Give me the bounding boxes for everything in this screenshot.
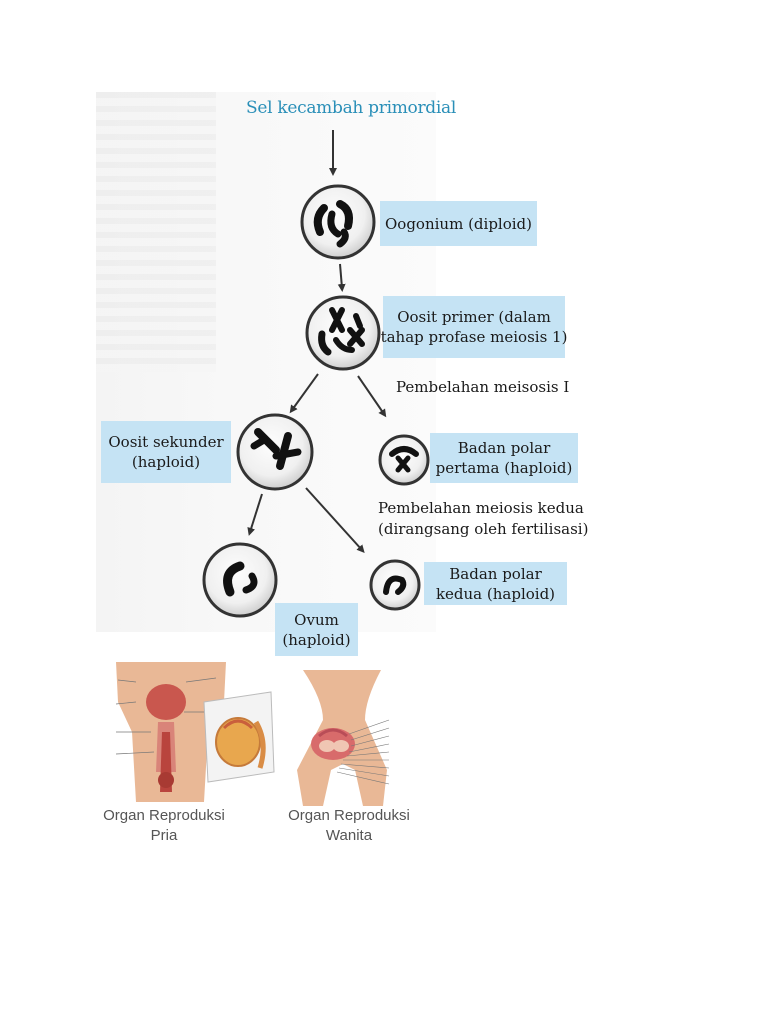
arrow-to-oosit-primer xyxy=(337,263,346,292)
label-ovum: Ovum (haploid) xyxy=(275,603,358,656)
badan-polar-kedua-cell xyxy=(369,559,421,611)
label-oogonium: Oogonium (diploid) xyxy=(380,201,537,246)
arrow-to-badan-polar-1 xyxy=(357,375,387,418)
oosit-primer-cell xyxy=(305,295,381,371)
label-oosit-primer: Oosit primer (dalam tahap profase meiosi… xyxy=(381,296,567,358)
oosit-sekunder-cell xyxy=(236,413,314,491)
arrow-to-oosit-sekunder xyxy=(289,373,319,414)
faded-background-text xyxy=(96,92,216,372)
badan-polar-pertama-cell xyxy=(378,434,430,486)
arrow-to-ovum xyxy=(247,493,263,536)
organ-pria-image xyxy=(96,662,276,802)
label-badan-polar-pertama: Badan polar pertama (haploid) xyxy=(430,433,578,483)
label-meiosis-2: Pembelahan meiosis kedua (dirangsang ole… xyxy=(378,499,589,538)
label-meiosis-1: Pembelahan meisosis I xyxy=(396,378,570,396)
ovum-cell xyxy=(202,542,278,618)
oogonium-cell xyxy=(300,184,376,260)
caption-organ-wanita: Organ Reproduksi Wanita xyxy=(288,807,410,844)
label-badan-polar-kedua: Badan polar kedua (haploid) xyxy=(424,562,567,605)
organ-wanita-image xyxy=(283,660,413,806)
arrow-to-badan-polar-2 xyxy=(305,487,365,553)
caption-organ-pria: Organ Reproduksi Pria xyxy=(103,807,225,844)
label-oosit-sekunder: Oosit sekunder (haploid) xyxy=(101,421,231,483)
diagram-title: Sel kecambah primordial xyxy=(246,98,456,118)
